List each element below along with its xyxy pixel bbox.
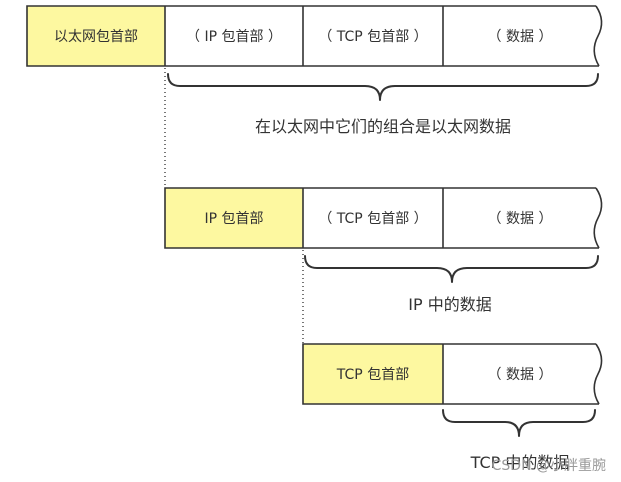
ip-header-cell	[165, 6, 303, 66]
data-label: （ 数据 ）	[488, 367, 553, 383]
ethernet-header-cell	[27, 6, 165, 66]
tcp-segment-outline	[302, 343, 599, 405]
torn-edge	[593, 187, 603, 249]
tcp-header-cell	[303, 6, 443, 66]
tcp-header-label: （ TCP 包首部 ）	[318, 29, 427, 45]
ip-header-label: （ IP 包首部 ）	[186, 29, 282, 45]
tcp-header-label: TCP 包首部	[336, 367, 409, 383]
ethernet-header-label: 以太网包首部	[54, 29, 138, 45]
tcp-header-label: （ TCP 包首部 ）	[318, 211, 427, 227]
ip-data-brace	[304, 255, 599, 283]
torn-edge	[593, 343, 603, 405]
tcp-data-brace	[442, 409, 596, 437]
data-cell	[443, 344, 602, 404]
ethernet-data-caption: 在以太网中它们的组合是以太网数据	[255, 117, 511, 136]
ip-packet-outline	[164, 187, 599, 249]
layer-ip: IP 包首部 （ TCP 包首部 ） （ 数据 ） IP 中的数据	[164, 187, 603, 314]
ip-header-cell	[165, 188, 303, 248]
tcp-header-cell	[303, 188, 443, 248]
data-cell	[443, 188, 602, 248]
tcp-data-caption: TCP 中的数据	[470, 453, 570, 472]
ip-data-caption: IP 中的数据	[408, 295, 491, 314]
ethernet-data-brace	[167, 73, 599, 101]
watermark-text: CSDN @小胖重腕	[492, 458, 606, 474]
layer-tcp: TCP 包首部 （ 数据 ） TCP 中的数据	[302, 343, 603, 472]
data-cell	[443, 6, 602, 66]
torn-edge	[593, 5, 603, 67]
tcp-header-cell	[303, 344, 443, 404]
ethernet-frame-outline	[26, 5, 599, 67]
data-label: （ 数据 ）	[488, 211, 553, 227]
layer-ethernet: 以太网包首部 （ IP 包首部 ） （ TCP 包首部 ） （ 数据 ） 在以太…	[26, 5, 603, 136]
data-label: （ 数据 ）	[488, 29, 553, 45]
ip-header-label: IP 包首部	[204, 211, 263, 227]
